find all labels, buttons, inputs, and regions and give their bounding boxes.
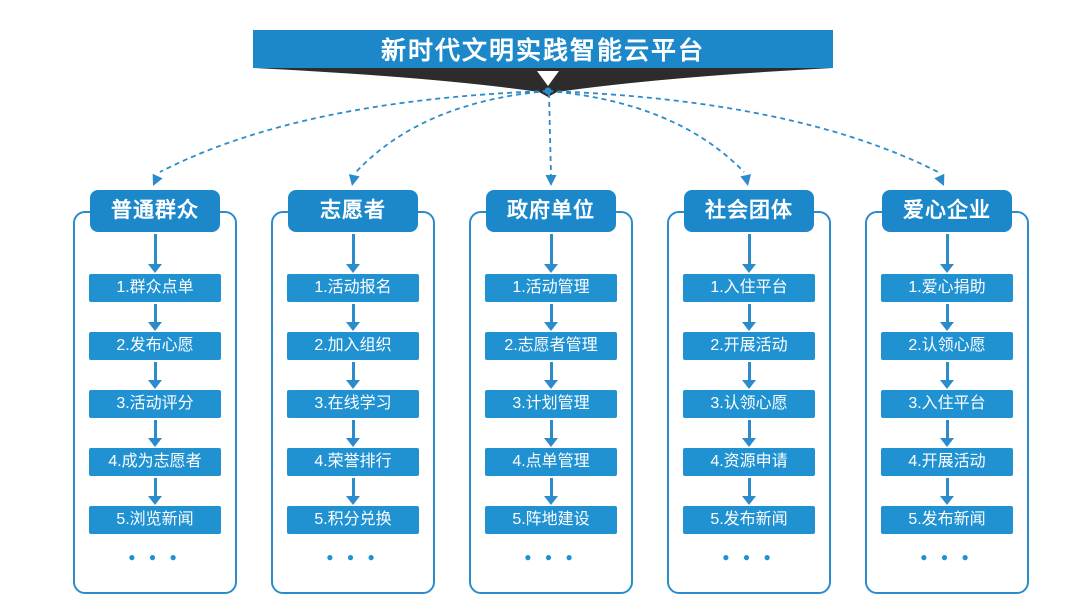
step-box: 1.活动报名 xyxy=(287,274,419,302)
step-box: 4.开展活动 xyxy=(881,448,1013,476)
platform-title: 新时代文明实践智能云平台 xyxy=(380,37,705,65)
connector-line-volunteer xyxy=(355,90,549,173)
flow-arrow-icon xyxy=(544,304,558,331)
flow-arrow-icon xyxy=(544,478,558,505)
step-box: 1.群众点单 xyxy=(89,274,221,302)
more-ellipsis: ● ● ● xyxy=(524,550,578,564)
column-enterprise: 爱心企业 1.爱心捐助 2.认领心愿 3.入住平台 4.开展活动 5.发布新闻 … xyxy=(864,190,1030,594)
connector-arrowhead xyxy=(740,174,752,186)
step-box: 2.认领心愿 xyxy=(881,332,1013,360)
flow-arrow-icon xyxy=(544,362,558,389)
step-box: 5.阵地建设 xyxy=(485,506,617,534)
step-box: 3.在线学习 xyxy=(287,390,419,418)
column-header: 志愿者 xyxy=(288,190,418,232)
flow-arrow-icon xyxy=(940,478,954,505)
step-box: 5.浏览新闻 xyxy=(89,506,221,534)
step-box: 1.活动管理 xyxy=(485,274,617,302)
connector-arrowhead xyxy=(934,173,945,186)
flow-arrow-icon xyxy=(346,478,360,505)
step-box: 3.认领心愿 xyxy=(683,390,815,418)
connector-line-government xyxy=(548,92,552,177)
step-box: 1.入住平台 xyxy=(683,274,815,302)
connector-line-social xyxy=(547,90,745,173)
more-ellipsis: ● ● ● xyxy=(920,550,974,564)
column-header: 爱心企业 xyxy=(882,190,1012,232)
step-box: 4.荣誉排行 xyxy=(287,448,419,476)
step-box: 5.发布新闻 xyxy=(683,506,815,534)
connector-line-enterprise xyxy=(547,90,939,173)
flow-arrow-icon xyxy=(148,420,162,447)
flow-arrow-icon xyxy=(346,362,360,389)
step-box: 2.志愿者管理 xyxy=(485,332,617,360)
step-box: 2.发布心愿 xyxy=(89,332,221,360)
column-social-group: 社会团体 1.入住平台 2.开展活动 3.认领心愿 4.资源申请 5.发布新闻 … xyxy=(666,190,832,594)
flow-arrow-icon xyxy=(148,478,162,505)
more-ellipsis: ● ● ● xyxy=(326,550,380,564)
step-box: 2.开展活动 xyxy=(683,332,815,360)
connector-line-public xyxy=(159,90,549,173)
column-volunteer: 志愿者 1.活动报名 2.加入组织 3.在线学习 4.荣誉排行 5.积分兑换 ●… xyxy=(270,190,436,594)
flow-arrow-icon xyxy=(148,304,162,331)
column-header: 普通群众 xyxy=(90,190,220,232)
flow-arrow-icon xyxy=(742,304,756,331)
step-box: 2.加入组织 xyxy=(287,332,419,360)
flow-arrow-icon xyxy=(346,420,360,447)
connector-arrowhead xyxy=(545,175,557,186)
hub-dot xyxy=(544,87,552,95)
step-box: 5.发布新闻 xyxy=(881,506,1013,534)
flow-arrow-icon xyxy=(742,420,756,447)
column-header: 政府单位 xyxy=(486,190,616,232)
flow-arrow-icon xyxy=(940,234,954,273)
step-box: 3.入住平台 xyxy=(881,390,1013,418)
step-box: 5.积分兑换 xyxy=(287,506,419,534)
connector-arrowhead xyxy=(152,173,163,186)
flow-arrow-icon xyxy=(742,234,756,273)
column-header: 社会团体 xyxy=(684,190,814,232)
step-box: 4.成为志愿者 xyxy=(89,448,221,476)
step-box: 4.资源申请 xyxy=(683,448,815,476)
flow-arrow-icon xyxy=(940,362,954,389)
flow-arrow-icon xyxy=(940,304,954,331)
flow-arrow-icon xyxy=(940,420,954,447)
flow-arrow-icon xyxy=(742,478,756,505)
flow-arrow-icon xyxy=(742,362,756,389)
banner-ribbon xyxy=(253,68,833,97)
column-government: 政府单位 1.活动管理 2.志愿者管理 3.计划管理 4.点单管理 5.阵地建设… xyxy=(468,190,634,594)
flow-arrow-icon xyxy=(544,234,558,273)
flow-arrow-icon xyxy=(346,304,360,331)
step-box: 3.计划管理 xyxy=(485,390,617,418)
platform-title-banner: 新时代文明实践智能云平台 xyxy=(253,30,833,68)
flow-arrow-icon xyxy=(544,420,558,447)
flow-arrow-icon xyxy=(346,234,360,273)
step-box: 4.点单管理 xyxy=(485,448,617,476)
more-ellipsis: ● ● ● xyxy=(128,550,182,564)
flow-arrow-icon xyxy=(148,362,162,389)
more-ellipsis: ● ● ● xyxy=(722,550,776,564)
step-box: 1.爱心捐助 xyxy=(881,274,1013,302)
column-public: 普通群众 1.群众点单 2.发布心愿 3.活动评分 4.成为志愿者 5.浏览新闻… xyxy=(72,190,238,594)
down-arrow-icon xyxy=(537,71,559,86)
connector-arrowhead xyxy=(348,174,360,186)
step-box: 3.活动评分 xyxy=(89,390,221,418)
flow-arrow-icon xyxy=(148,234,162,273)
